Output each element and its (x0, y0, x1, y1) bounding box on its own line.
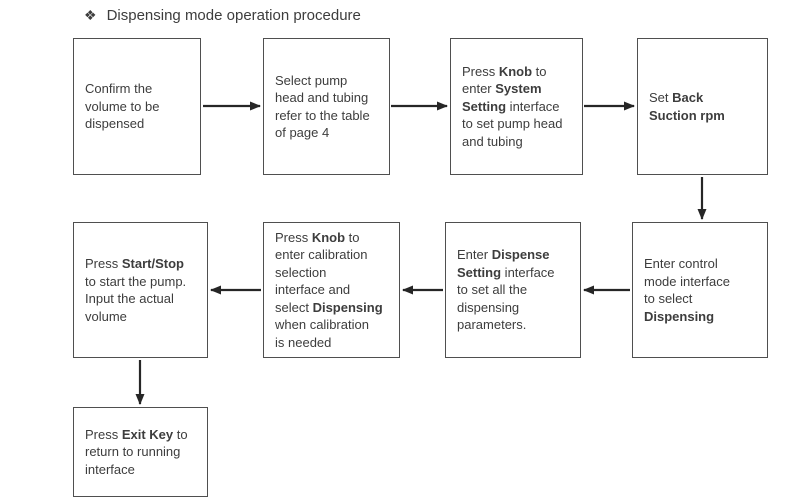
page-title: ❖ Dispensing mode operation procedure (84, 7, 361, 24)
page-title-text: Dispensing mode operation procedure (106, 7, 361, 24)
diamond-bullet-icon: ❖ (84, 7, 97, 23)
